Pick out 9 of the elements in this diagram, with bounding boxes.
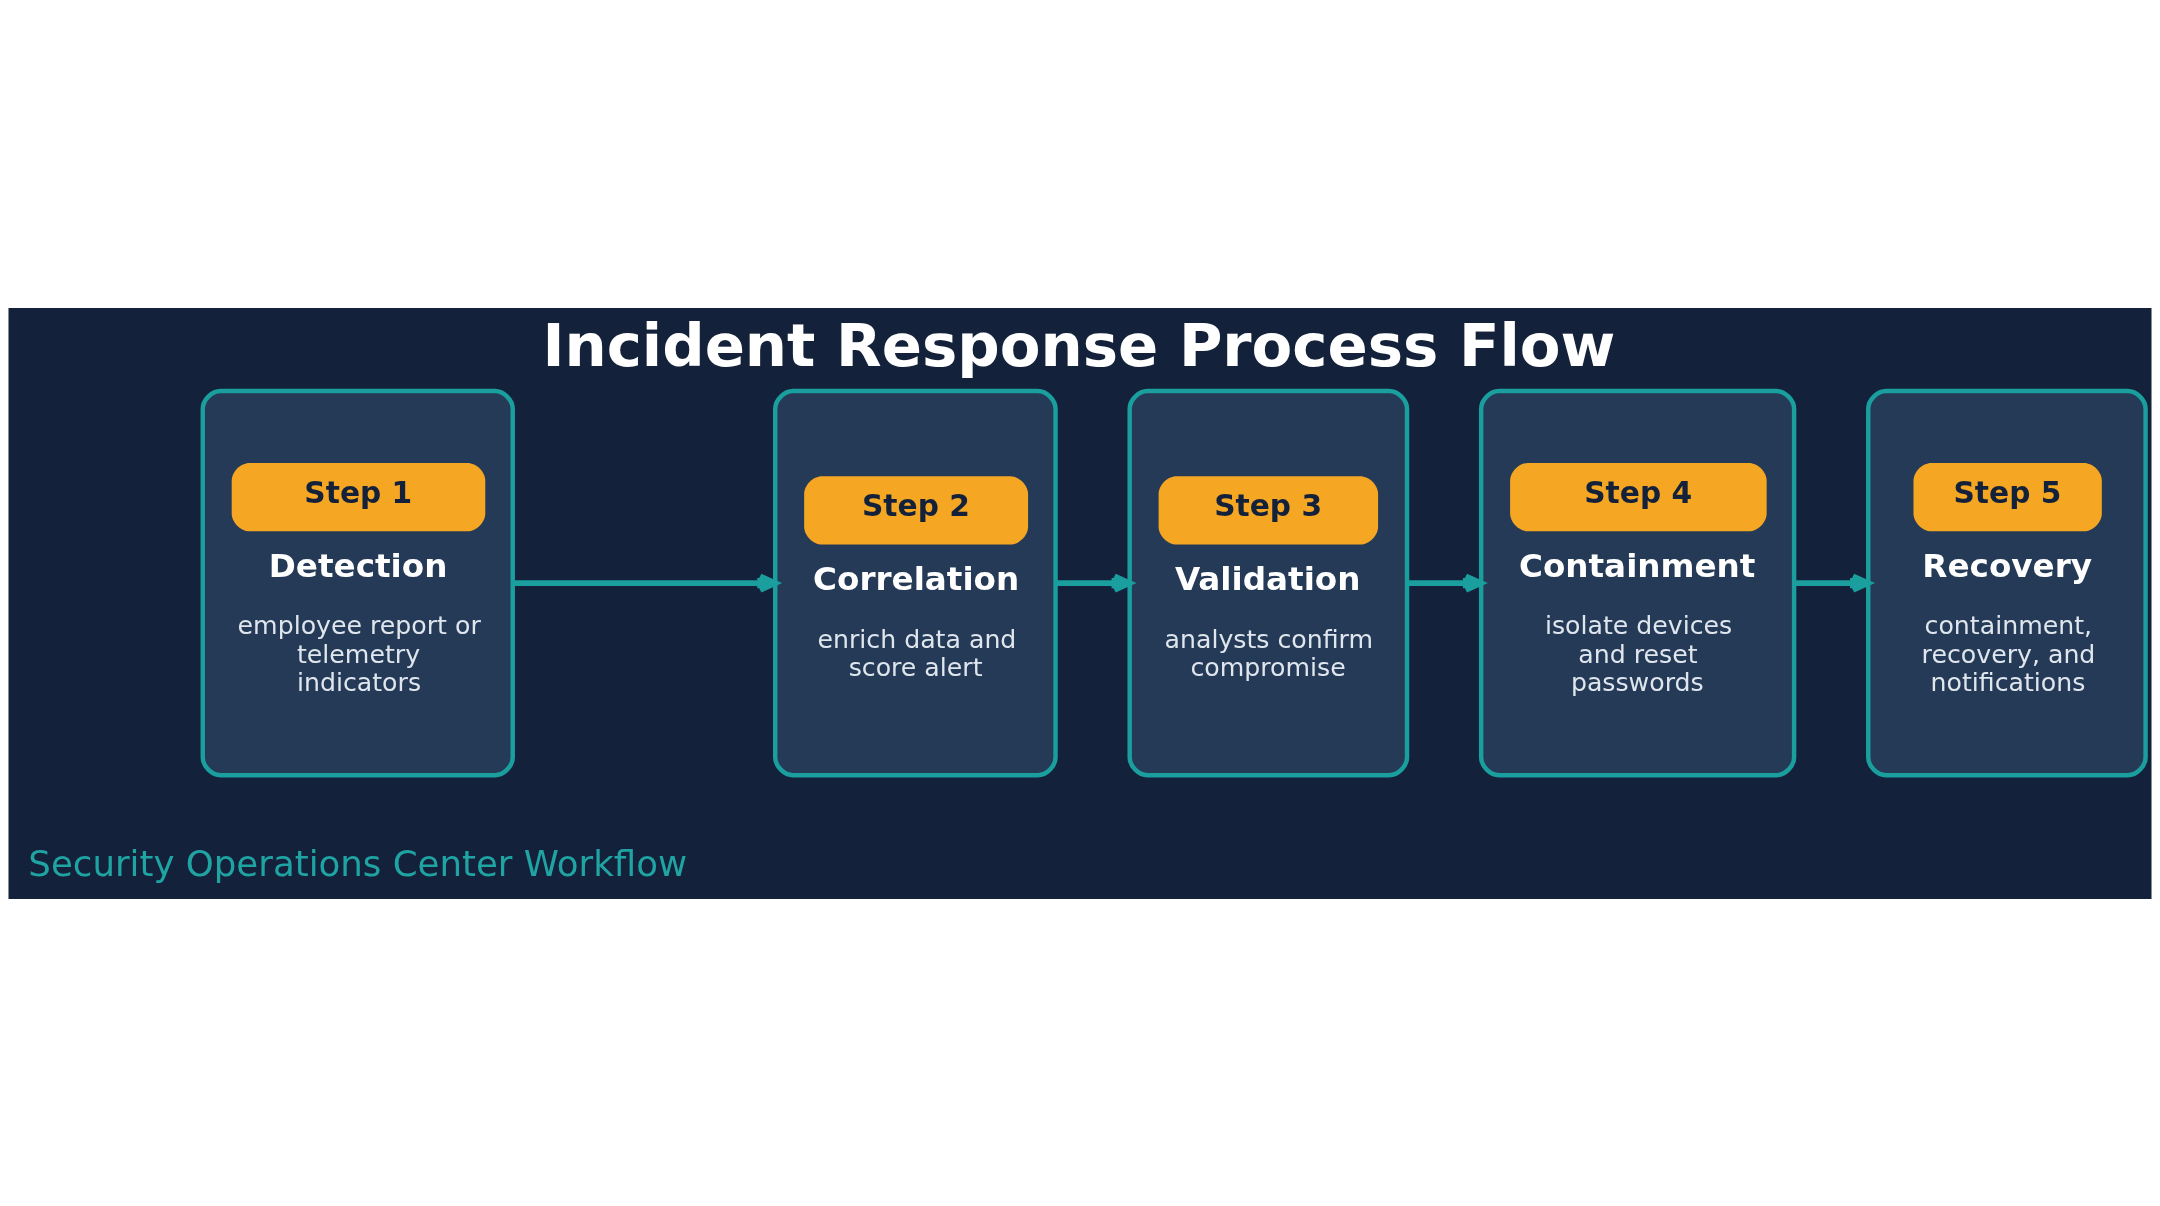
node-box: Step 3 Validation analysts confirm compromise xyxy=(1127,388,1410,777)
node-box: Step 5 Recovery containment, recovery, and notifications xyxy=(1866,388,2148,777)
label: Security Operations Center Workflow xyxy=(28,842,688,884)
node-box: Step 1 Detection employee report or telemetry indicators xyxy=(200,388,515,777)
arrow xyxy=(513,572,779,593)
node-box: Step 4 Containment isolate devices and reset passwords xyxy=(1478,388,1797,777)
node-box: Step 2 Correlation enrich data and score alert xyxy=(773,388,1058,777)
arrow xyxy=(1794,572,1872,593)
diagram-title: Incident Response Process Flow xyxy=(542,310,1616,380)
